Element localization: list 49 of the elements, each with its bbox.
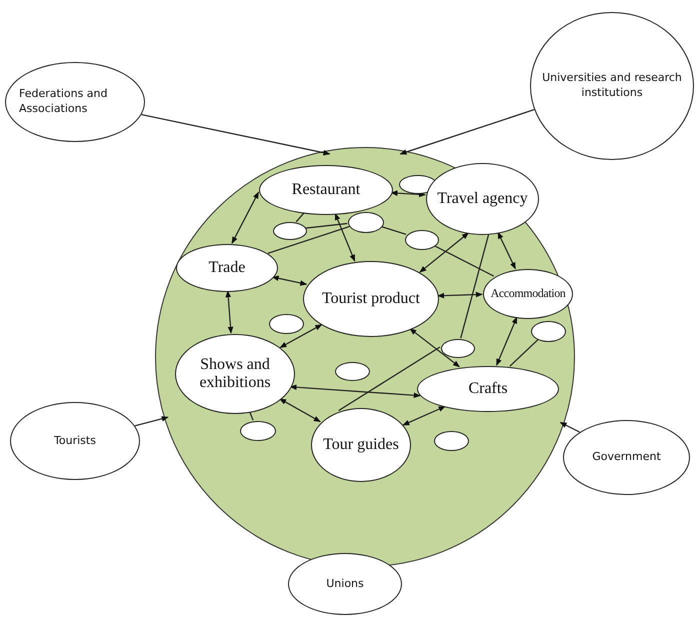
arrow — [390, 190, 426, 198]
connector-line — [460, 234, 490, 338]
empty-ellipse — [348, 212, 384, 233]
empty-ellipse — [531, 321, 566, 342]
connector-line — [509, 338, 539, 367]
arrow — [437, 292, 483, 298]
arrow — [231, 192, 260, 244]
connector-line — [249, 411, 254, 420]
empty-ellipse — [273, 222, 307, 240]
node-label: Accommodation — [490, 287, 566, 301]
node-label: Unions — [326, 576, 364, 592]
node-label: Federations and Associations — [19, 87, 108, 117]
node-label: Government — [592, 450, 661, 465]
empty-ellipse — [434, 431, 469, 451]
arrow — [141, 114, 330, 156]
node-label: Crafts — [468, 380, 508, 398]
arrow — [402, 406, 446, 426]
node-label: Tourists — [54, 434, 96, 448]
arrow — [496, 316, 518, 366]
arrow — [400, 109, 534, 155]
arrow — [560, 422, 580, 433]
node-label: Travel agency — [437, 190, 528, 208]
connector-line — [338, 346, 440, 412]
arrow — [419, 232, 469, 273]
node-label: Tour guides — [322, 436, 400, 454]
arrow — [272, 276, 308, 286]
arrow — [279, 398, 321, 422]
node-label: Universities and research institutions — [542, 71, 682, 101]
empty-ellipse — [441, 339, 475, 358]
arrow — [409, 328, 460, 368]
node-label: Shows and exhibitions — [198, 356, 272, 392]
connector-line — [434, 244, 494, 277]
connector-line — [306, 222, 348, 229]
arrow — [280, 324, 322, 348]
connector-line — [380, 226, 406, 235]
node-label: Tourist product — [321, 290, 421, 308]
arrow — [134, 416, 169, 426]
empty-ellipse — [335, 362, 370, 381]
empty-ellipse — [269, 314, 304, 334]
ellipse-node — [176, 244, 278, 292]
node-label: Restaurant — [292, 181, 360, 199]
arrow — [334, 213, 356, 262]
node-label: Trade — [208, 259, 246, 277]
arrow — [225, 290, 234, 334]
ellipse-node — [483, 269, 573, 319]
connector-line — [296, 212, 305, 222]
empty-ellipse — [240, 421, 276, 441]
empty-ellipse — [405, 230, 439, 250]
connector-line — [268, 226, 350, 254]
